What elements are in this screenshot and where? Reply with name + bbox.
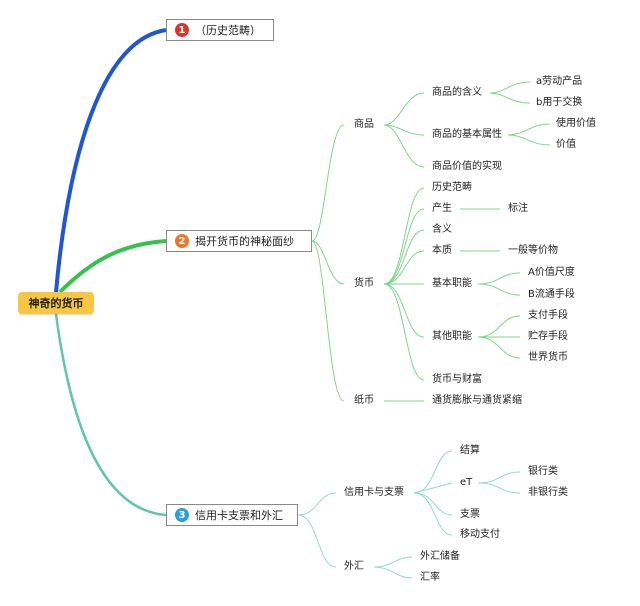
topic-2-label: 揭开货币的神秘面纱	[195, 235, 294, 248]
node-means-of-payment[interactable]: 支付手段	[528, 310, 568, 321]
node-currency-and-wealth[interactable]: 货币与财富	[432, 374, 482, 385]
branch-3-connectors	[297, 450, 521, 579]
node-labor-product[interactable]: a劳动产品	[536, 76, 583, 87]
node-medium-of-circulation[interactable]: B流通手段	[528, 289, 575, 300]
node-for-exchange[interactable]: b用于交换	[536, 97, 583, 108]
node-mobile-payment[interactable]: 移动支付	[460, 529, 500, 540]
number-badge-1: 1	[175, 23, 189, 37]
node-commodity-meaning[interactable]: 商品的含义	[432, 87, 482, 98]
topic-3[interactable]: 3 信用卡支票和外汇	[166, 504, 298, 526]
node-use-value[interactable]: 使用价值	[556, 118, 596, 129]
node-commodity-attributes[interactable]: 商品的基本属性	[432, 129, 502, 140]
node-settlement[interactable]: 结算	[460, 445, 480, 456]
node-store-of-value[interactable]: 贮存手段	[528, 331, 568, 342]
branch-line-1	[54, 28, 167, 293]
node-inflation-deflation[interactable]: 通货膨胀与通货紧缩	[432, 395, 522, 406]
topic-3-label: 信用卡支票和外汇	[195, 509, 283, 522]
node-paper-money[interactable]: 纸币	[354, 395, 374, 406]
node-basic-functions[interactable]: 基本职能	[432, 278, 472, 289]
node-general-equivalent[interactable]: 一般等价物	[508, 245, 558, 256]
root-node[interactable]: 神奇的货币	[18, 292, 94, 314]
node-essence[interactable]: 本质	[432, 245, 452, 256]
node-value[interactable]: 价值	[556, 139, 576, 150]
node-exchange-rate[interactable]: 汇率	[420, 572, 440, 583]
node-history-category[interactable]: 历史范畴	[432, 182, 472, 193]
node-other-functions[interactable]: 其他职能	[432, 331, 472, 342]
node-origin-note[interactable]: 标注	[508, 203, 528, 214]
node-currency[interactable]: 货币	[354, 278, 374, 289]
topic-1[interactable]: 1 （历史范畴）	[166, 19, 274, 41]
branch-2-connectors	[311, 81, 551, 402]
node-et[interactable]: eT	[460, 477, 473, 488]
node-bank-type[interactable]: 银行类	[528, 466, 558, 477]
node-currency-meaning[interactable]: 含义	[432, 224, 452, 235]
topic-1-label: （历史范畴）	[195, 24, 261, 37]
node-foreign-exchange[interactable]: 外汇	[344, 561, 364, 572]
branch-line-2	[58, 239, 167, 294]
node-commodity[interactable]: 商品	[354, 119, 374, 130]
number-badge-3: 3	[175, 508, 189, 522]
node-non-bank-type[interactable]: 非银行类	[528, 487, 568, 498]
node-cheque[interactable]: 支票	[460, 509, 480, 520]
node-measure-of-value[interactable]: A价值尺度	[528, 267, 575, 278]
number-badge-2: 2	[175, 234, 189, 248]
node-forex-reserves[interactable]: 外汇储备	[420, 551, 460, 562]
node-value-realization[interactable]: 商品价值的实现	[432, 161, 502, 172]
node-credit-card-cheque[interactable]: 信用卡与支票	[344, 487, 404, 498]
node-world-currency[interactable]: 世界货币	[528, 352, 568, 363]
node-origin[interactable]: 产生	[432, 203, 452, 214]
topic-2[interactable]: 2 揭开货币的神秘面纱	[166, 230, 312, 252]
branch-line-3	[54, 313, 167, 517]
